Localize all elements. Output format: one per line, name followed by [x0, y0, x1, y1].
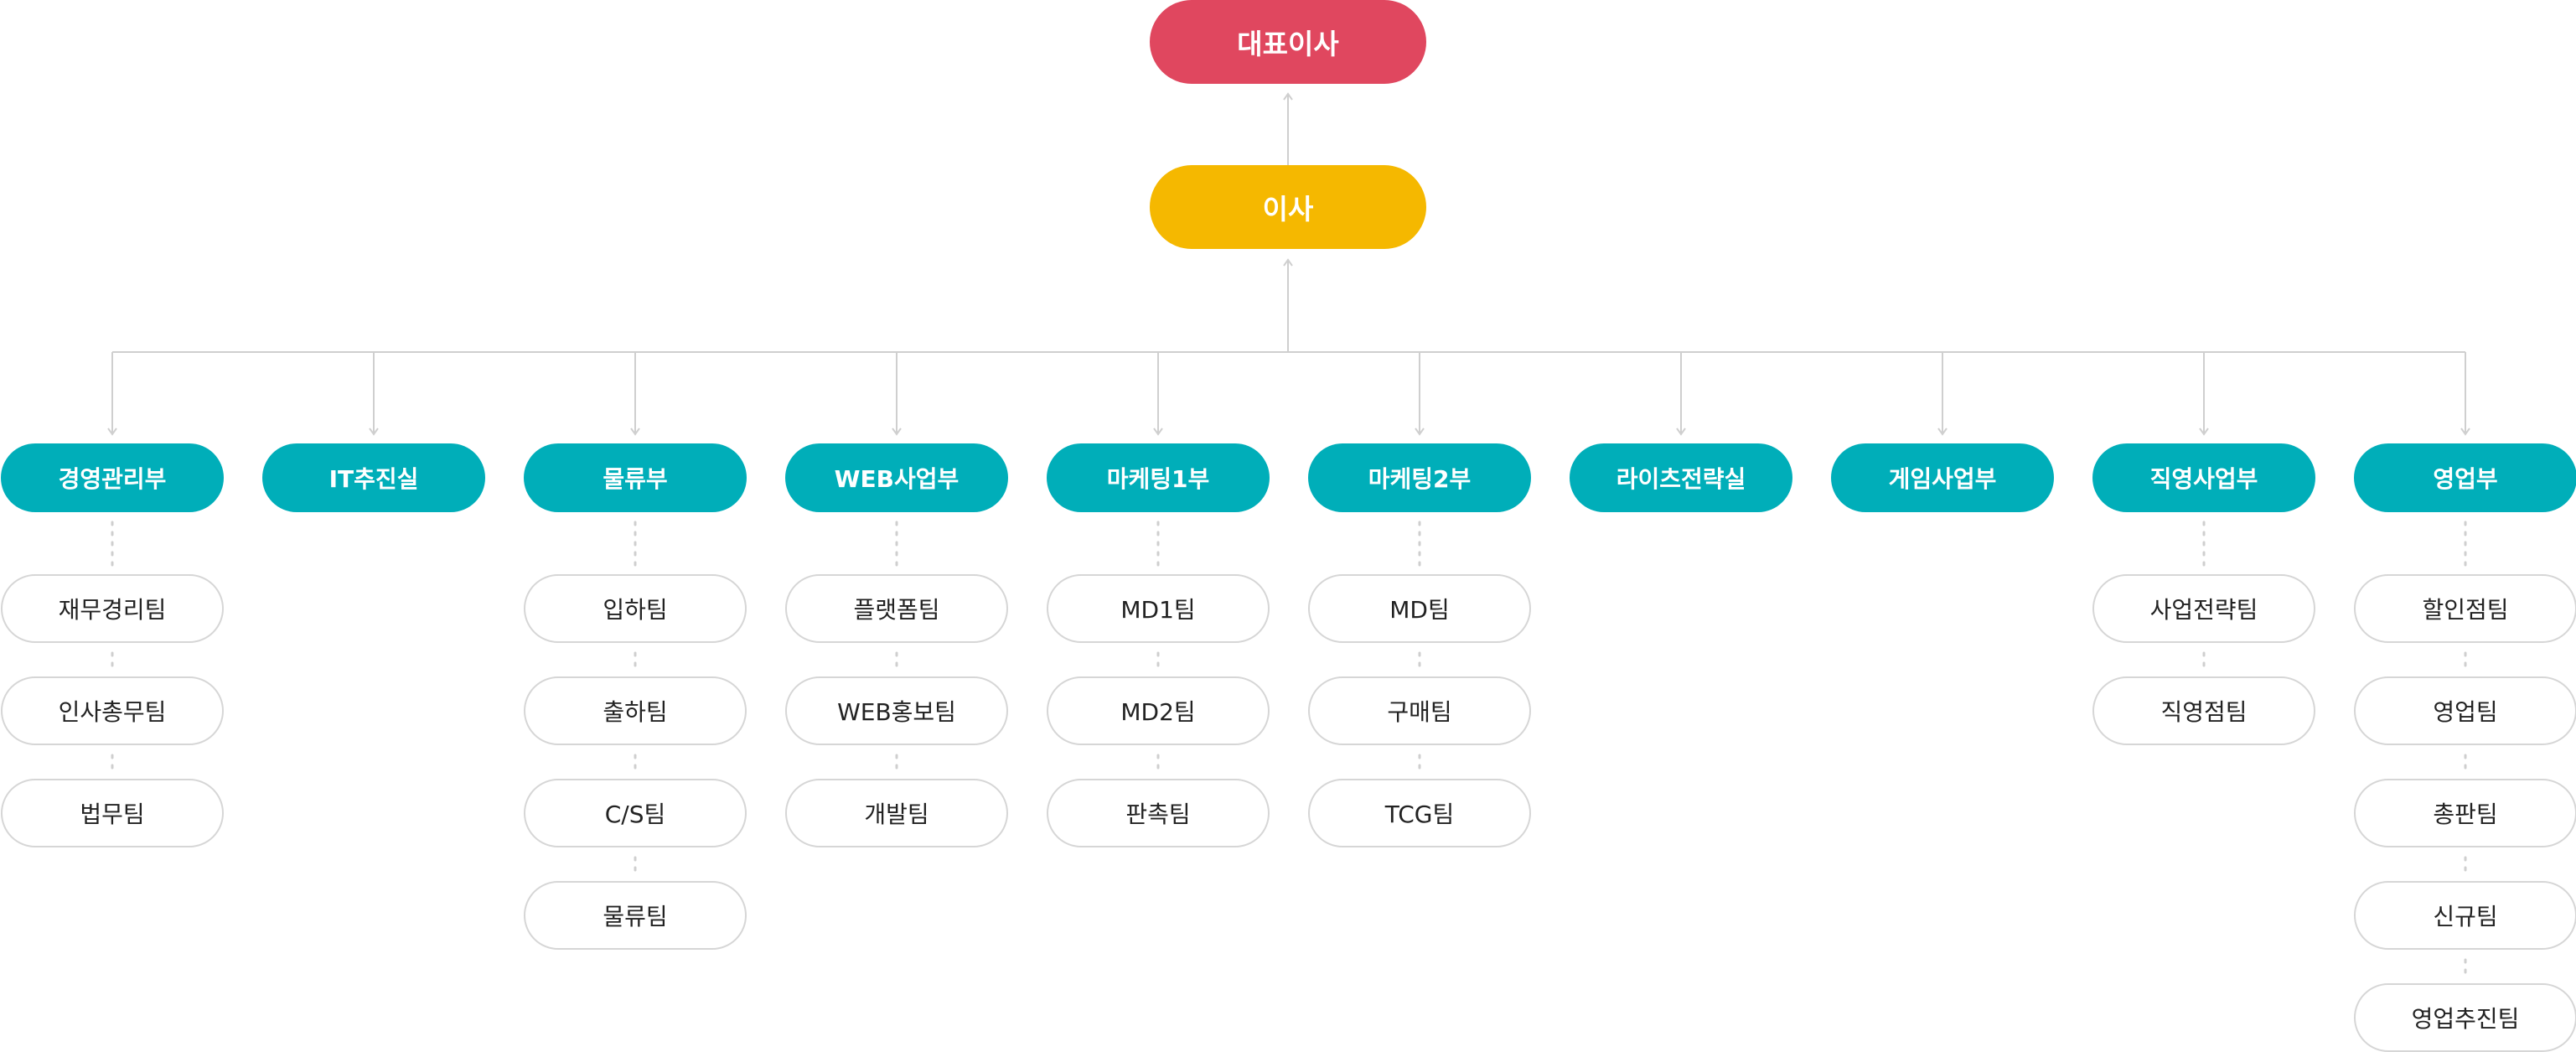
- team-node: 플랫폼팀: [785, 574, 1008, 643]
- dept-drop-arrow: [1415, 428, 1425, 436]
- team-node: 직영점팀: [2092, 676, 2315, 745]
- department-node: 마케팅1부: [1047, 443, 1270, 512]
- department-node: 라이츠전략실: [1570, 443, 1792, 512]
- team-node: TCG팀: [1308, 779, 1531, 847]
- dept-drop-arrow: [1937, 428, 1948, 436]
- dept-drop-arrow: [2199, 428, 2209, 436]
- department-node: 물류부: [524, 443, 747, 512]
- team-node: 신규팀: [2354, 881, 2576, 950]
- team-node: MD팀: [1308, 574, 1531, 643]
- department-node: 게임사업부: [1831, 443, 2054, 512]
- team-node: 구매팀: [1308, 676, 1531, 745]
- dept-drop-arrow: [107, 428, 117, 436]
- team-node: 총판팀: [2354, 779, 2576, 847]
- team-node: MD2팀: [1047, 676, 1270, 745]
- dept-drop-arrow: [630, 428, 640, 436]
- team-node: 출하팀: [524, 676, 747, 745]
- dept-drop-arrow: [892, 428, 902, 436]
- team-node: MD1팀: [1047, 574, 1270, 643]
- department-node: 직영사업부: [2092, 443, 2315, 512]
- team-node: 사업전략팀: [2092, 574, 2315, 643]
- team-node: 법무팀: [1, 779, 224, 847]
- team-node: 물류팀: [524, 881, 747, 950]
- dept-drop-arrow: [1676, 428, 1686, 436]
- bus-to-director-arrow: [1283, 258, 1293, 267]
- dept-drop-arrow: [369, 428, 379, 436]
- director-node: 이사: [1150, 165, 1426, 249]
- team-node: WEB홍보팀: [785, 676, 1008, 745]
- department-node: WEB사업부: [785, 443, 1008, 512]
- dept-drop-arrow: [2460, 428, 2470, 436]
- ceo-node: 대표이사: [1150, 0, 1426, 84]
- department-node: 경영관리부: [1, 443, 224, 512]
- department-node: 마케팅2부: [1308, 443, 1531, 512]
- department-node: 영업부: [2354, 443, 2576, 512]
- team-node: 영업추진팀: [2354, 983, 2576, 1052]
- dept-drop-arrow: [1153, 428, 1163, 436]
- team-node: 입하팀: [524, 574, 747, 643]
- team-node: 인사총무팀: [1, 676, 224, 745]
- team-node: C/S팀: [524, 779, 747, 847]
- team-node: 재무경리팀: [1, 574, 224, 643]
- director-to-ceo-arrow: [1283, 92, 1293, 101]
- team-node: 할인점팀: [2354, 574, 2576, 643]
- team-node: 판촉팀: [1047, 779, 1270, 847]
- team-node: 영업팀: [2354, 676, 2576, 745]
- team-node: 개발팀: [785, 779, 1008, 847]
- department-node: IT추진실: [262, 443, 485, 512]
